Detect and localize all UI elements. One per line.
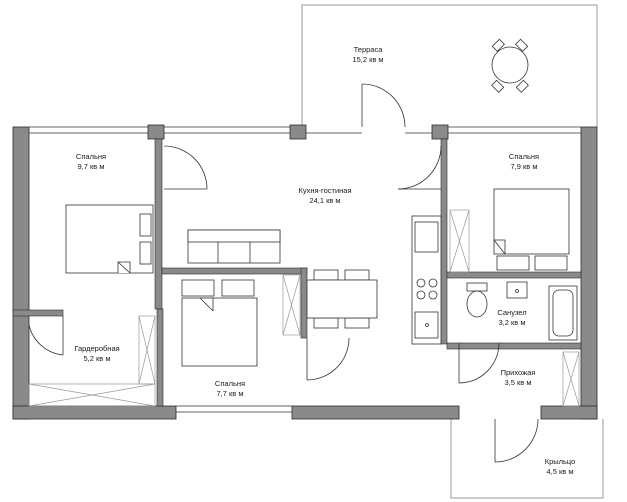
porch-outline	[450, 419, 604, 499]
room-label-bedroom-3: Спальня 7,7 кв м	[215, 379, 245, 399]
walls	[12, 124, 598, 420]
room-name: Крыльцо	[544, 457, 576, 466]
room-name: Гардеробная	[74, 344, 120, 353]
hallway-wardrobe	[562, 351, 580, 407]
room-name: Спальня	[75, 152, 107, 161]
room-label-hallway: Прихожая 3,5 кв м	[501, 368, 536, 388]
bedroom-3-wardrobe	[282, 274, 301, 336]
bed-icon-2	[493, 188, 570, 271]
bedroom-2-door	[397, 145, 442, 190]
room-name: Санузел	[497, 308, 527, 317]
terrace-door	[361, 83, 406, 128]
room-area: 24,1 кв м	[309, 196, 341, 205]
wardrobe-room-storage	[28, 315, 156, 407]
terrace-outline	[301, 4, 598, 127]
room-area: 9,7 кв м	[77, 162, 105, 171]
bedroom-2-wardrobe	[449, 209, 470, 273]
terrace-table-icon	[491, 38, 529, 93]
sink-icon	[506, 281, 528, 299]
bed-icon	[65, 204, 154, 274]
kitchen-counter-icon	[411, 215, 442, 345]
room-area: 5,2 кв м	[83, 354, 111, 363]
room-label-kitchen-living: Кухня-гостиная 24,1 кв м	[298, 186, 351, 206]
room-name: Кухня-гостиная	[298, 186, 352, 195]
room-name: Прихожая	[500, 368, 536, 377]
toilet-icon	[466, 282, 488, 318]
bedroom-3-door	[306, 337, 350, 381]
bottom-windows	[176, 405, 292, 413]
room-area: 3,2 кв м	[498, 318, 526, 327]
room-label-bedroom-2: Спальня 7,9 кв м	[509, 152, 539, 172]
bathroom-door	[458, 342, 500, 384]
room-area: 7,7 кв м	[216, 389, 244, 398]
bathtub-icon	[548, 285, 578, 341]
room-label-bedroom-1: Спальня 9,7 кв м	[76, 152, 106, 172]
room-area: 4,5 кв м	[546, 467, 574, 476]
bedroom-1-door	[163, 145, 208, 190]
room-name: Спальня	[508, 152, 540, 161]
room-label-wardrobe: Гардеробная 5,2 кв м	[74, 344, 119, 364]
room-name: Спальня	[214, 379, 246, 388]
room-area: 7,9 кв м	[510, 162, 538, 171]
bed-icon-3	[181, 279, 258, 367]
top-windows	[29, 126, 581, 134]
room-area: 3,5 кв м	[504, 378, 532, 387]
room-label-terrace: Терраса 15,2 кв м	[352, 45, 383, 65]
bottom-wall	[12, 405, 598, 420]
interior-walls	[12, 138, 582, 407]
room-label-porch: Крыльцо 4,5 кв м	[545, 457, 576, 477]
room-name: Терраса	[353, 45, 383, 54]
entrance-door	[494, 418, 539, 463]
room-area: 15,2 кв м	[352, 55, 384, 64]
dining-table-icon	[306, 269, 378, 329]
wardrobe-room-door	[28, 316, 64, 356]
room-label-bathroom: Санузел 3,2 кв м	[497, 308, 526, 328]
sofa-icon	[187, 229, 281, 264]
